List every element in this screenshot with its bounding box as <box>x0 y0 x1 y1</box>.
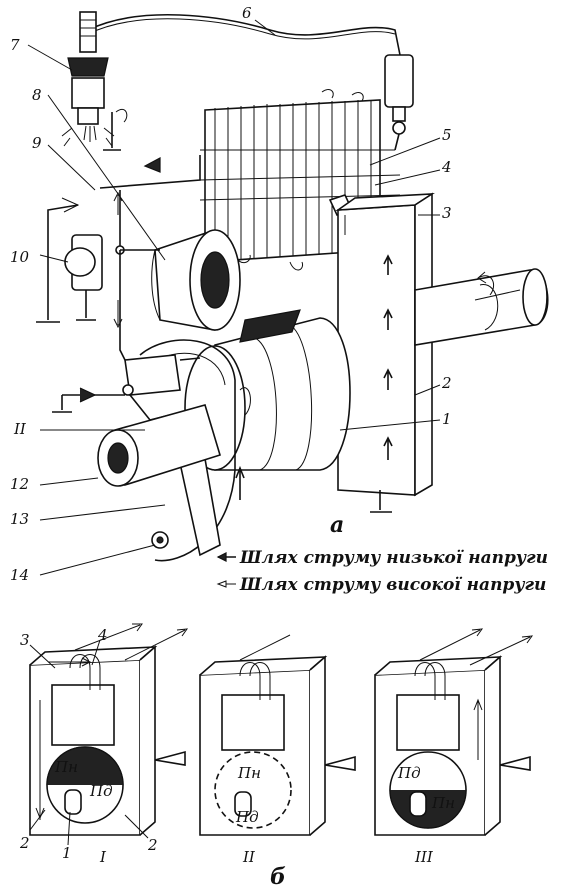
b-label-2b: 2 <box>147 836 158 854</box>
hv-terminal <box>384 54 414 151</box>
figure-a-label: а <box>330 512 344 538</box>
leader-lines-a <box>27 19 441 576</box>
position-III: Пд Пн <box>374 655 531 836</box>
magnetic-core <box>335 192 435 513</box>
pos-I-label: I <box>99 848 107 866</box>
condenser-8 <box>151 229 241 331</box>
III-pole-pn: Пн <box>431 794 455 812</box>
legend-high-arrow-icon <box>216 580 236 588</box>
switch-10 <box>36 197 103 323</box>
legend-low-arrow-icon <box>216 552 227 562</box>
III-pole-pd: Пд <box>397 764 421 782</box>
label-6: 6 <box>242 4 252 22</box>
legend-low-text: Шлях струму низької напруги <box>239 548 548 568</box>
lever-bar <box>239 309 301 343</box>
cam-sleeve-12 <box>97 404 221 487</box>
I-pole-pn: Пн <box>54 758 78 776</box>
b-label-3: 3 <box>20 631 30 649</box>
label-7: 7 <box>10 36 20 54</box>
label-3: 3 <box>442 204 452 222</box>
pos-II-label: II <box>242 848 256 866</box>
spark-plug-7 <box>61 11 128 151</box>
low-voltage-wiring <box>52 155 201 413</box>
position-I: Пн Пд <box>29 645 186 836</box>
b-label-1: 1 <box>62 844 72 862</box>
legend-high-text: Шлях струму високої напруги <box>239 575 546 595</box>
label-12: 12 <box>10 475 29 493</box>
label-5: 5 <box>442 126 452 144</box>
label-14: 14 <box>10 566 29 584</box>
II-pole-pn: Пн <box>237 764 261 782</box>
legend: Шлях струму низької напруги Шлях струму … <box>216 548 548 595</box>
pos-III-label: III <box>414 848 434 866</box>
hv-wire-6 <box>87 13 401 56</box>
label-2: 2 <box>441 374 452 392</box>
label-1: 1 <box>442 410 452 428</box>
position-II: Пн Пд <box>199 655 356 836</box>
II-pole-pd: Пд <box>235 808 259 826</box>
I-pole-pd: Пд <box>89 782 113 800</box>
label-4: 4 <box>441 158 452 176</box>
label-8: 8 <box>32 86 42 104</box>
drive-shaft <box>414 268 549 346</box>
figure-b-label: б <box>270 864 286 889</box>
b-label-2a: 2 <box>19 834 30 852</box>
label-11: II <box>13 420 27 438</box>
label-10: 10 <box>10 248 30 266</box>
b-label-4: 4 <box>97 626 108 644</box>
label-13: 13 <box>10 510 29 528</box>
label-9: 9 <box>32 134 42 152</box>
